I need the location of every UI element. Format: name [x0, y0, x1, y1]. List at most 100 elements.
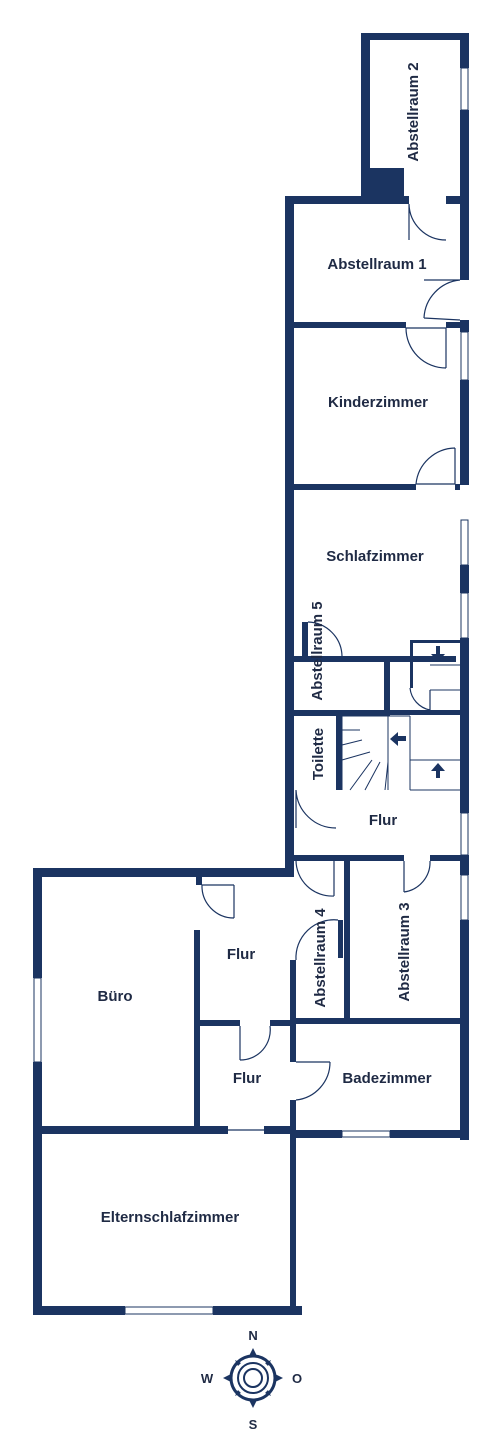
wall: [294, 484, 416, 490]
wall: [294, 322, 406, 328]
room-label-flur-lower: Flur: [233, 1070, 261, 1087]
compass-west: W: [201, 1371, 214, 1386]
room-label-elternschlafzimmer: Elternschlafzimmer: [101, 1209, 240, 1226]
window: [124, 1306, 214, 1315]
door-swing-icon: [307, 621, 343, 657]
window: [460, 874, 469, 921]
wall: [460, 855, 469, 875]
stair-arrows: [390, 646, 445, 778]
wall: [294, 855, 404, 861]
wall: [294, 656, 456, 662]
wall: [460, 33, 469, 68]
room-label-flur-middle: Flur: [227, 946, 255, 963]
wall: [460, 638, 469, 813]
door-swing-icon: [295, 789, 337, 829]
wall: [384, 656, 390, 714]
wall: [33, 868, 42, 978]
stair-steps: [410, 664, 460, 791]
room-label-schlafzimmer: Schlafzimmer: [326, 548, 424, 565]
stair-edge: [410, 640, 413, 688]
window: [460, 67, 469, 111]
wall: [290, 1100, 296, 1312]
wall: [446, 196, 469, 204]
wall: [290, 1018, 460, 1024]
wall: [455, 484, 460, 490]
doors: [201, 203, 461, 1131]
room-label-abstellraum4: Abstellraum 4: [312, 908, 329, 1008]
wall: [338, 920, 343, 958]
wall: [390, 710, 460, 715]
window: [33, 977, 42, 1063]
wall: [361, 33, 370, 203]
wall: [446, 322, 460, 328]
wall: [344, 861, 350, 1021]
compass-south: S: [249, 1417, 258, 1432]
room-label-abstellraum2: Abstellraum 2: [405, 62, 422, 161]
stair-arrow-icon: [390, 732, 406, 746]
room-label-abstellraum5: Abstellraum 5: [309, 601, 326, 700]
wall: [285, 196, 409, 204]
wall: [430, 855, 460, 861]
room-label-abstellraum1: Abstellraum 1: [327, 256, 426, 273]
room-label-toilette: Toilette: [310, 728, 327, 780]
stairs: [341, 664, 460, 791]
wall: [460, 320, 469, 332]
compass-north: N: [248, 1328, 257, 1343]
wall: [390, 1130, 469, 1138]
wall: [296, 1130, 342, 1138]
door-swing-icon: [405, 327, 447, 369]
room-label-buero: Büro: [98, 988, 133, 1005]
wall: [302, 622, 308, 656]
stair-arrow-icon: [431, 646, 445, 662]
door-swing-icon: [415, 447, 456, 485]
wall: [33, 1306, 125, 1315]
wall: [336, 716, 342, 790]
wall: [264, 1126, 296, 1134]
compass-rose-icon: N S W O: [201, 1328, 302, 1432]
wall: [213, 1306, 302, 1315]
window: [460, 812, 469, 856]
stair-arrow-icon: [431, 763, 445, 778]
wall: [200, 1020, 240, 1026]
room-label-badezimmer: Badezimmer: [342, 1070, 431, 1087]
door-swing-icon: [239, 1025, 271, 1061]
wall: [270, 1020, 294, 1026]
wall: [285, 196, 294, 876]
windows: [33, 67, 469, 1315]
wall: [460, 565, 469, 593]
door-swing-icon: [423, 279, 461, 321]
door-swing-icon: [409, 687, 431, 711]
room-label-kinderzimmer: Kinderzimmer: [328, 394, 428, 411]
window: [460, 519, 469, 566]
window: [460, 592, 469, 639]
window: [341, 1130, 391, 1138]
wall: [33, 868, 294, 877]
window: [460, 331, 469, 381]
wall: [460, 920, 469, 1140]
door-swing-icon: [295, 859, 335, 897]
wall: [42, 1126, 228, 1134]
room-label-flur-upper: Flur: [369, 812, 397, 829]
stair-steps: [341, 715, 411, 791]
compass-east: O: [292, 1371, 302, 1386]
door-swing-icon: [201, 884, 235, 919]
door-swing-icon: [408, 203, 447, 241]
stair-edge: [410, 640, 460, 643]
door-swing-icon: [295, 919, 339, 961]
room-label-abstellraum3: Abstellraum 3: [396, 902, 413, 1001]
door-swing-icon: [403, 860, 431, 893]
wall: [361, 33, 469, 40]
wall: [290, 960, 296, 1022]
wall: [460, 204, 469, 280]
wall: [196, 877, 202, 885]
wall: [33, 1062, 42, 1312]
wall: [194, 930, 200, 1130]
wall: [294, 710, 390, 716]
door-swing-icon: [295, 1061, 331, 1101]
wall: [290, 1024, 296, 1062]
wall: [460, 380, 469, 485]
walls: [33, 33, 469, 1315]
wall: [460, 110, 469, 210]
room-labels: Abstellraum 2 Abstellraum 1 Kinderzimmer…: [98, 62, 432, 1226]
